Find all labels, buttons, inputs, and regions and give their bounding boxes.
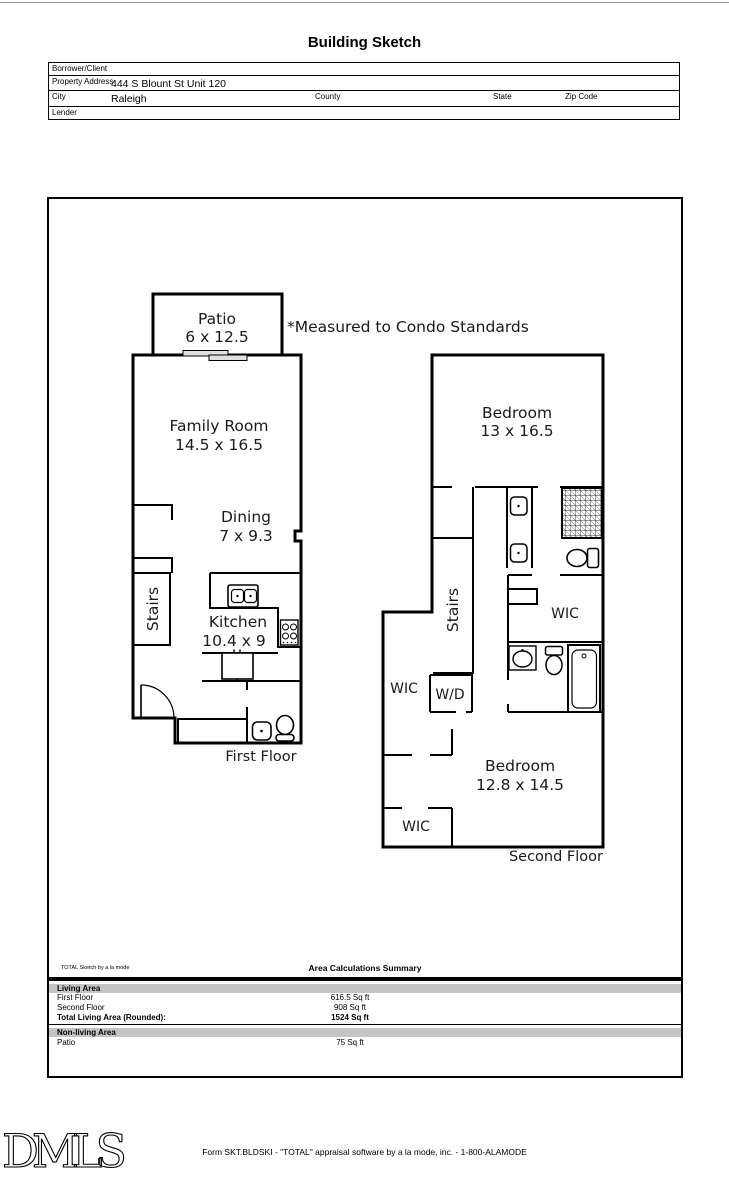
- bedroom1-label: Bedroom: [482, 404, 552, 422]
- property-address-value: 444 S Blount St Unit 120: [111, 78, 226, 90]
- wic-right-shelf: [508, 588, 538, 605]
- sf-stairs-label: Stairs: [444, 588, 462, 632]
- total-sketch-branding: TOTAL Sketch by a la mode: [61, 965, 130, 971]
- wic-right-label: WIC: [551, 606, 579, 622]
- vanity-sink-icon-2: [509, 543, 528, 563]
- nonliving-area-header: Non-living Area: [49, 1028, 681, 1037]
- patio-dims: 6 x 12.5: [185, 328, 248, 346]
- second-floor-area-label: Second Floor: [57, 1003, 105, 1012]
- second-floor-plan: Bedroom 13 x 16.5 Stairs WIC WIC W/D WIC…: [381, 353, 605, 865]
- state-label: State: [493, 92, 512, 101]
- summary-row-first-floor: First Floor 616.5 Sq ft: [49, 993, 681, 1003]
- ff-stairs-enclosure: [133, 572, 171, 646]
- footer-form-line: Form SKT.BLDSKI - "TOTAL" appraisal soft…: [202, 1147, 527, 1157]
- first-floor-plan: Patio 6 x 12.5 Family Room 14.5 x 16.5 D…: [131, 292, 529, 765]
- city-label: City: [52, 92, 66, 101]
- wd-closet-walls: [429, 674, 473, 713]
- kitchen-sink-icon: [227, 584, 259, 608]
- tub-icon: [567, 644, 601, 713]
- vanity-sink-icon-1: [509, 496, 528, 516]
- dining-label: Dining: [221, 508, 271, 526]
- wic-bottom-label: WIC: [402, 819, 430, 835]
- city-value: Raleigh: [111, 93, 147, 105]
- form-row-lender: Lender: [49, 106, 679, 119]
- wic-bottom-walls: [383, 807, 453, 847]
- bedroom1-dims: 13 x 16.5: [480, 422, 553, 440]
- form-row-city: City Raleigh County State Zip Code: [49, 90, 679, 106]
- second-floor-area-value: 908 Sq ft: [333, 1003, 367, 1012]
- entry-closet-walls: [177, 718, 247, 743]
- borrower-label: Borrower/Client: [52, 64, 108, 73]
- dining-dims: 7 x 9.3: [219, 527, 273, 545]
- family-room-dims: 14.5 x 16.5: [175, 436, 263, 454]
- dmls-logo: DMLS: [1, 1123, 127, 1178]
- area-summary-title: Area Calculations Summary: [308, 963, 422, 973]
- patio-label: Patio: [198, 310, 236, 328]
- sf-hall-lower-walls: [383, 729, 453, 756]
- refrigerator-icon: [221, 649, 254, 682]
- property-address-label: Property Address: [52, 77, 114, 86]
- ff-bathroom-sink-icon: [251, 721, 272, 741]
- form-row-borrower: Borrower/Client: [49, 63, 679, 75]
- living-area-header: Living Area: [49, 984, 681, 993]
- total-living-area-label: Total Living Area (Rounded):: [57, 1013, 166, 1022]
- wic-right-walls: [507, 575, 602, 643]
- shower-icon: [561, 487, 603, 539]
- summary-row-total: Total Living Area (Rounded): 1524 Sq ft: [49, 1013, 681, 1025]
- ff-stairs-label: Stairs: [144, 587, 162, 631]
- first-floor-area-label: First Floor: [57, 993, 93, 1002]
- patio-area-label: Patio: [57, 1038, 76, 1047]
- vanity-walls: [506, 487, 533, 568]
- floor-plan-drawing: Patio 6 x 12.5 Family Room 14.5 x 16.5 D…: [131, 292, 605, 865]
- ff-toilet-icon: [275, 714, 295, 742]
- summary-row-second-floor: Second Floor 908 Sq ft: [49, 1003, 681, 1013]
- bedroom2-label: Bedroom: [485, 757, 555, 775]
- sliding-door: [182, 350, 248, 361]
- kitchen-inner-walls: [209, 573, 301, 648]
- wic-left-label: WIC: [390, 681, 418, 697]
- stove-icon: [279, 619, 299, 646]
- sf-toilet-icon-upper: [566, 547, 600, 569]
- patio-area-value: 75 Sq ft: [336, 1038, 364, 1047]
- form-row-property: Property Address 444 S Blount St Unit 12…: [49, 75, 679, 90]
- second-floor-outer-walls: [381, 353, 605, 849]
- second-floor-caption: Second Floor: [509, 849, 603, 865]
- kitchen-label: Kitchen: [209, 613, 267, 631]
- kitchen-dims: 10.4 x 9: [202, 632, 265, 650]
- first-floor-caption: First Floor: [225, 749, 296, 765]
- stair-ledge-upper: [133, 504, 173, 520]
- property-form-table: Borrower/Client Property Address 444 S B…: [48, 62, 680, 120]
- sf-toilet-icon-lower: [544, 645, 564, 676]
- first-floor-outer-walls: [131, 353, 303, 745]
- family-room-label: Family Room: [170, 417, 269, 435]
- wd-label: W/D: [435, 687, 464, 703]
- summary-row-patio: Patio 75 Sq ft: [49, 1038, 681, 1048]
- sf-bathroom-sink-icon: [508, 645, 537, 671]
- condo-standards-note: *Measured to Condo Standards: [287, 318, 529, 336]
- summary-divider-bar: [49, 977, 681, 981]
- lender-label: Lender: [52, 108, 77, 117]
- page-title: Building Sketch: [307, 34, 422, 51]
- page-top-rule: [0, 2, 729, 3]
- stair-ledge-lower: [133, 557, 173, 573]
- sketch-canvas: Patio 6 x 12.5 Family Room 14.5 x 16.5 D…: [47, 197, 683, 1078]
- bedroom2-dims: 12.8 x 14.5: [476, 776, 564, 794]
- door-swing-arc: [140, 684, 175, 719]
- zip-code-label: Zip Code: [565, 92, 598, 101]
- total-living-area-value: 1524 Sq ft: [331, 1013, 369, 1022]
- sf-stairs-enclosure: [433, 537, 474, 674]
- first-floor-area-value: 616.5 Sq ft: [330, 993, 370, 1002]
- county-label: County: [315, 92, 341, 101]
- patio-walls: [151, 292, 284, 355]
